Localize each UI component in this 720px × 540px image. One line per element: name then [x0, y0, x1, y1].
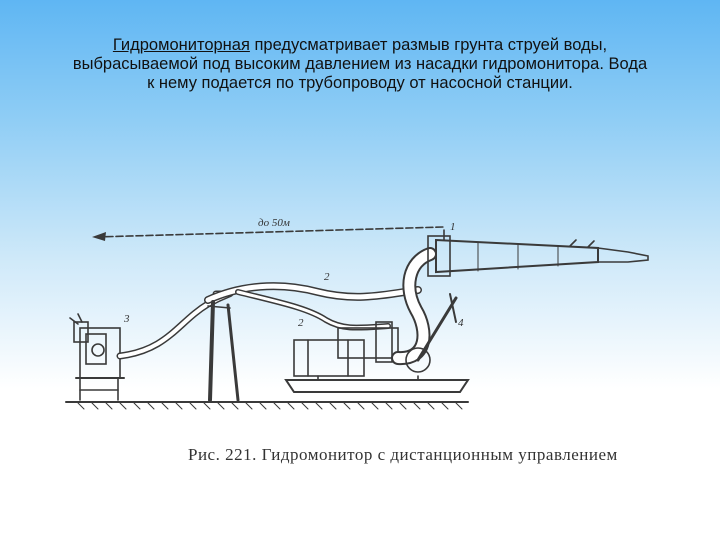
slide-text: Гидромониторная предусматривает размыв г…: [30, 36, 690, 93]
label-4: 4: [458, 317, 464, 329]
text-line-2: выбрасываемой под высоким давлением из н…: [72, 55, 648, 73]
control-unit: [69, 313, 125, 401]
hydromonitor-drawing: до 50м 1 2 2 3 4 Рис. 221. Гидромонитор …: [65, 217, 649, 464]
term-hydromonitor: Гидромониторная: [112, 36, 250, 54]
distance-label: до 50м: [258, 217, 290, 229]
distance-arrow: [95, 226, 444, 238]
text-line-1-rest: предусматривает размыв грунта струей вод…: [249, 36, 608, 54]
elbow-riser: [391, 247, 458, 373]
text-line-1: Гидромониторная предусматривает размыв г…: [30, 36, 690, 55]
pipe-support: [207, 300, 240, 402]
ground-hatch: [77, 402, 463, 410]
text-line-3: к нему подается по трубопроводу от насос…: [147, 74, 573, 92]
label-2a: 2: [324, 271, 330, 283]
pump-sled: [284, 321, 470, 393]
distance-arrow-head: [92, 232, 106, 241]
label-3: 3: [123, 313, 130, 325]
label-2b: 2: [298, 317, 304, 329]
label-1: 1: [450, 221, 456, 233]
monitor-barrel: [427, 229, 649, 277]
hydromonitor-figure: до 50м 1 2 2 3 4 Рис. 221. Гидромонитор …: [58, 210, 670, 480]
figure-caption: Рис. 221. Гидромонитор с дистанционным у…: [188, 445, 618, 464]
